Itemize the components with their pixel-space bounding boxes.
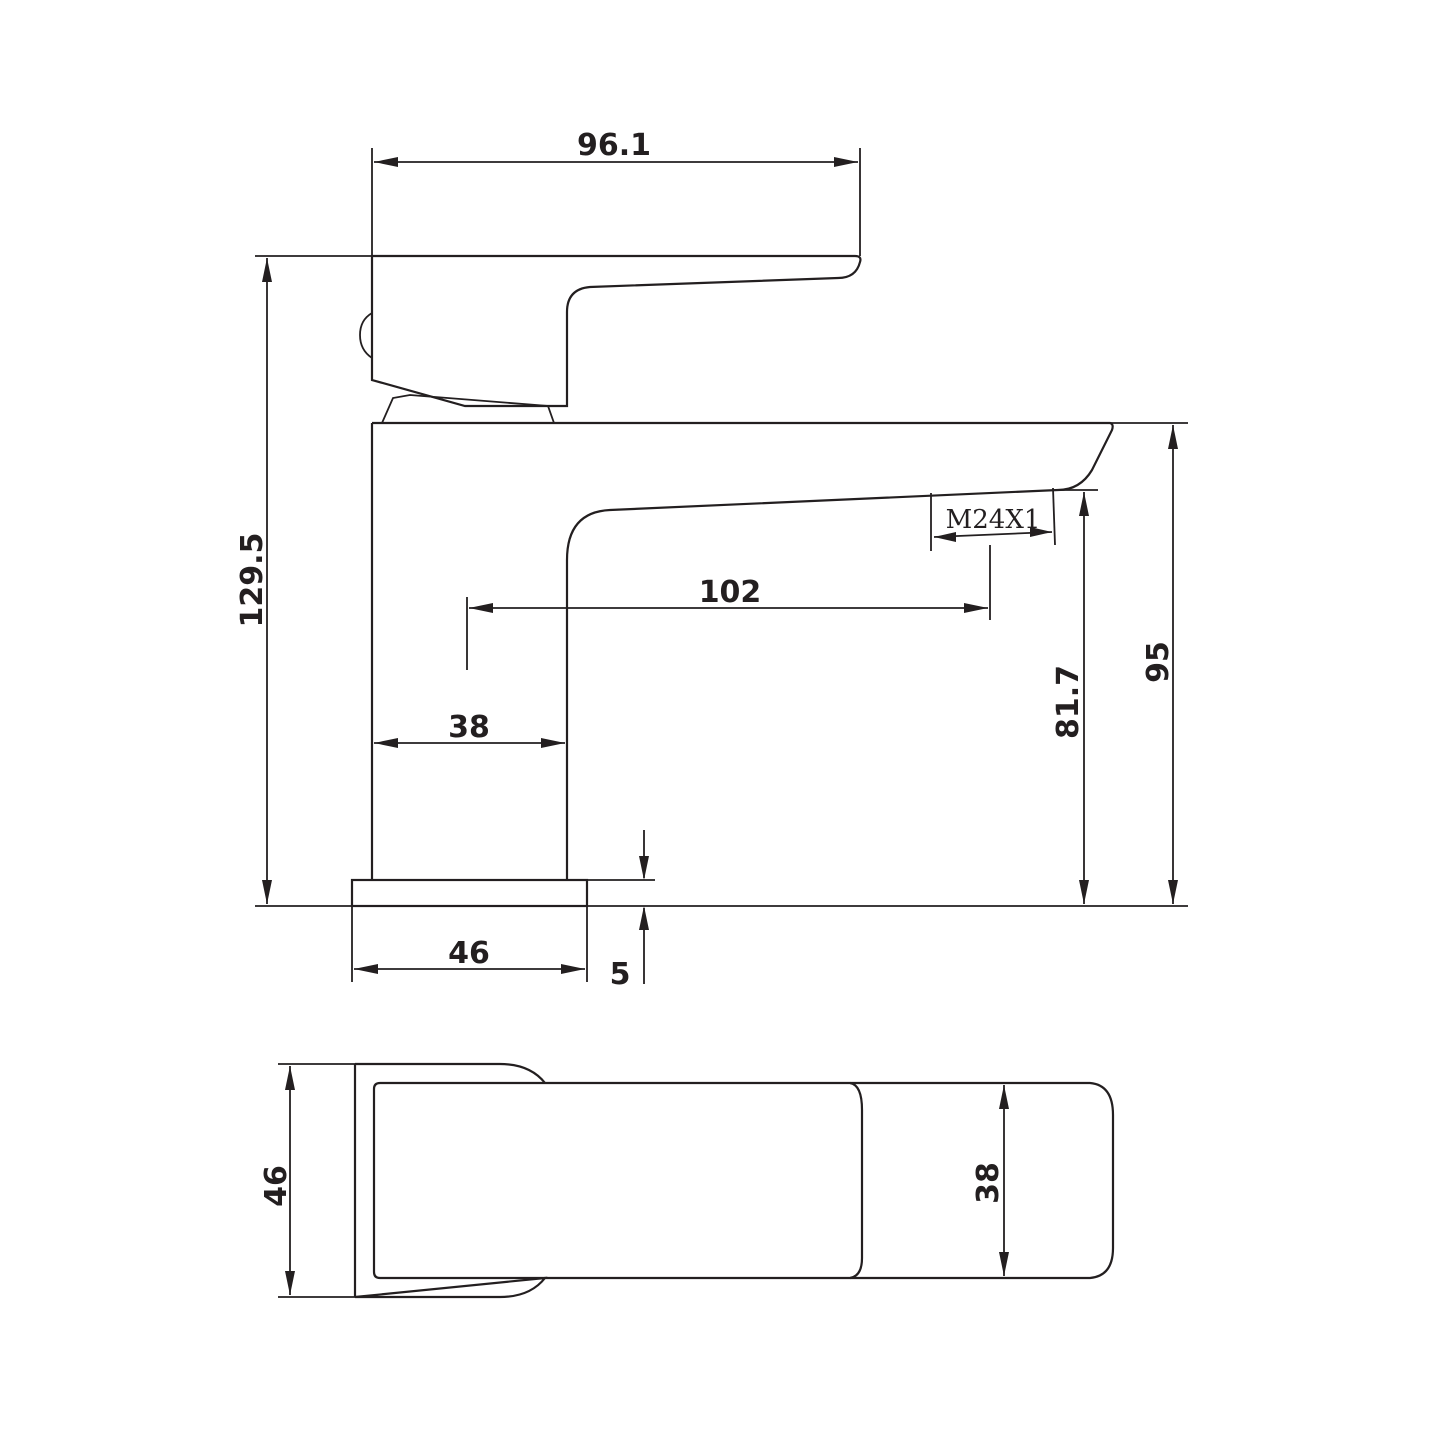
body-spout-outline <box>372 421 1114 880</box>
dim-total-height: 129.5 <box>235 258 272 904</box>
thread-callout: M24X1 <box>930 487 1056 551</box>
dim-label: 102 <box>699 575 762 610</box>
dim-spout-depth: 38 <box>971 1085 1009 1276</box>
spout-top-outline <box>850 1081 1115 1280</box>
dim-base-depth: 46 <box>259 1066 295 1295</box>
dim-label: 38 <box>971 1162 1006 1204</box>
side-view: 96.1 129.5 102 38 <box>235 128 1188 992</box>
dim-body-width: 38 <box>374 710 565 748</box>
dim-label: 129.5 <box>235 533 270 628</box>
dim-label: 46 <box>259 1165 294 1207</box>
top-view: 46 38 <box>259 1062 1115 1299</box>
cartridge-collar <box>381 394 555 424</box>
dim-label: 95 <box>1141 641 1176 683</box>
thread-label: M24X1 <box>946 505 1041 535</box>
dim-label: 96.1 <box>577 128 651 163</box>
handle-top-outline <box>372 1081 864 1280</box>
handle-button <box>359 312 373 359</box>
dim-label: 81.7 <box>1051 665 1086 739</box>
dim-base-width: 46 <box>351 906 588 982</box>
base-plate <box>350 878 589 908</box>
dim-outlet-height: 81.7 <box>1051 492 1089 904</box>
dim-base-height: 5 <box>610 830 649 992</box>
dim-label: 38 <box>448 710 490 745</box>
dim-spout-reach: 102 <box>466 545 991 670</box>
base-outline-top <box>353 1062 548 1299</box>
dim-handle-length: 96.1 <box>374 128 858 167</box>
dim-label: 5 <box>610 957 631 992</box>
handle-outline <box>370 254 862 408</box>
dim-spout-top-height: 95 <box>1141 425 1178 904</box>
dim-label: 46 <box>448 936 490 971</box>
